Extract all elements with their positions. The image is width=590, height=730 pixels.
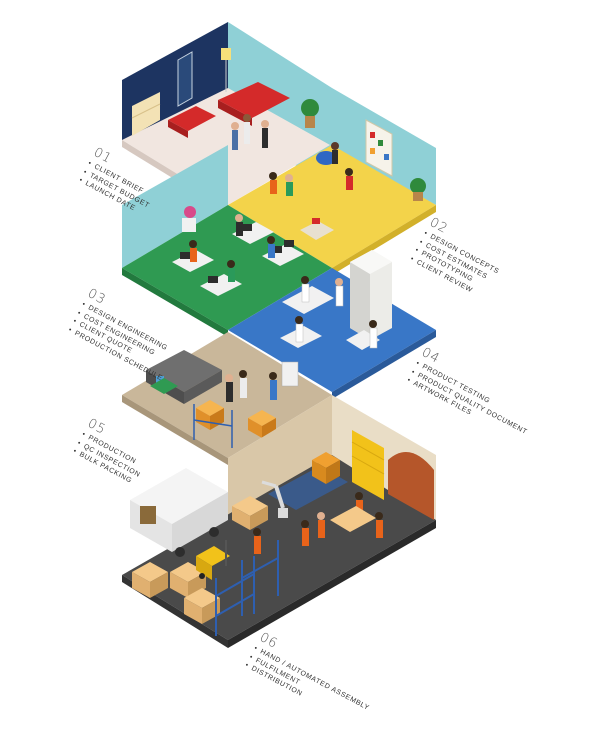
crate-icon (196, 400, 276, 438)
stage-06-floor-edge-right (228, 520, 436, 648)
person-icon (225, 370, 277, 402)
stage-03-wall (122, 145, 228, 268)
person-icon (269, 142, 353, 196)
stage-03-floor-edge (122, 268, 228, 337)
door-icon (177, 51, 193, 107)
rack-icon (215, 540, 279, 636)
stage-05-floor-edge (122, 395, 228, 465)
forklift-icon (196, 540, 230, 580)
bookcase-icon (365, 119, 393, 177)
shelf-icon (131, 92, 161, 136)
stage-04-floor-edge (332, 330, 436, 399)
display-board-icon (281, 361, 299, 387)
stage-02-room (228, 88, 436, 275)
van-icon (130, 468, 228, 557)
plant-icon (301, 99, 319, 128)
monitor-icon (180, 224, 294, 283)
stage-03-floor (122, 205, 332, 330)
person-icon (295, 276, 378, 349)
stage-05-room (122, 332, 332, 465)
desk-icon (300, 221, 334, 240)
stage-04-room (228, 250, 436, 399)
plant-icon (182, 206, 196, 232)
plant-icon (410, 178, 426, 201)
stage-03-room (122, 145, 332, 337)
rack-icon (193, 404, 233, 448)
robot-arm-icon (261, 480, 288, 518)
lab-cabinet-icon (350, 250, 392, 340)
bean-bag-icon (316, 151, 336, 165)
stage-02-floor-edge (332, 205, 436, 275)
brick-arch-icon (388, 452, 434, 520)
packing-table-icon (330, 506, 376, 532)
person-icon (231, 114, 269, 150)
monitor-icon (312, 218, 320, 224)
roller-door-icon (351, 430, 385, 500)
stage-02-floor (228, 145, 436, 268)
person-icon (189, 214, 275, 282)
stage-06-room (122, 395, 436, 648)
